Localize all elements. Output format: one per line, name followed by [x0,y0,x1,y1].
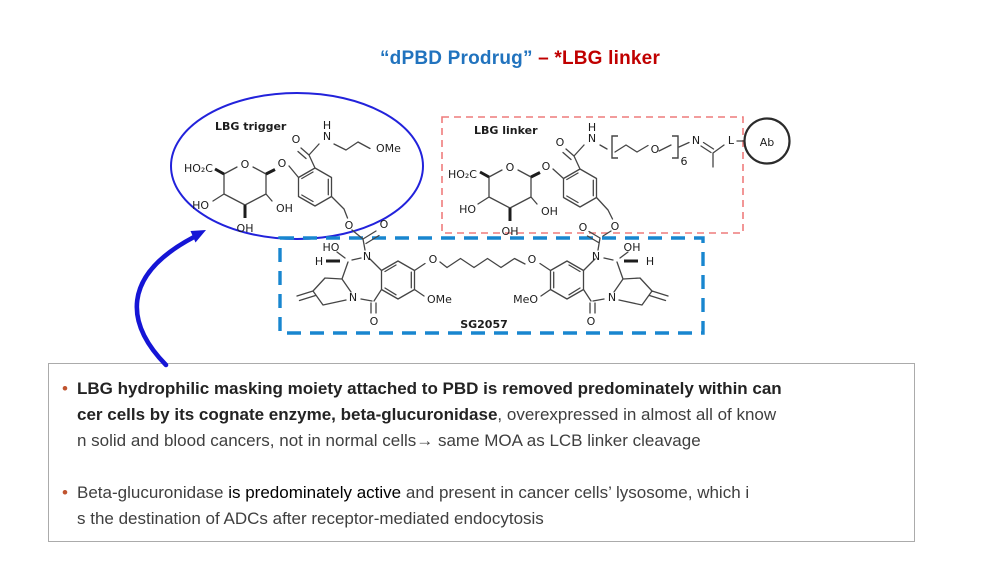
atom-label: N [363,250,371,263]
atom-label: O [292,133,301,146]
atom-label: O [370,315,379,328]
title-red-part: – *LBG linker [532,48,661,69]
atom-label: OMe [376,142,401,155]
atom-label: N [323,130,331,143]
atom-label: HO [192,199,209,212]
lbg-linker-label: LBG linker [474,124,538,137]
curved-arrow [134,230,206,368]
atom-label: O [278,157,287,170]
atom-label: O [611,220,620,233]
atom-label: MeO [513,293,538,306]
atom-label: OH [541,205,558,218]
atom-label: O [380,218,389,231]
atom-label: H [646,255,654,268]
atom-label: HO [323,241,340,254]
atom-label: O [528,253,537,266]
bullet-marker: • [62,483,68,502]
notes-box: • LBG hydrophilic masking moiety attache… [48,363,915,542]
atom-label: O [651,143,660,156]
atom-label: O [506,161,515,174]
atom-label: 6 [681,155,688,168]
atom-label: L [728,134,735,147]
atom-label: HO₂C [448,168,477,181]
atom-label: H [323,119,331,132]
atom-label: N [588,132,596,145]
atom-label: O [345,219,354,232]
atom-label: H [315,255,323,268]
atom-label: N [692,134,700,147]
atom-label: O [542,160,551,173]
atom-label: H [588,121,596,134]
atom-label: OH [502,225,519,238]
atom-label: OMe [427,293,452,306]
note-line: LBG hydrophilic masking moiety attached … [77,379,782,398]
antibody-label: Ab [760,136,775,149]
atom-label: HO₂C [184,162,213,175]
slide-title: “dPBD Prodrug” – *LBG linker [38,48,982,70]
atom-label: O [429,253,438,266]
atom-label: N [592,250,600,263]
atom-label: OH [276,202,293,215]
lbg-trigger-ellipse [170,92,424,240]
atom-label: O [579,221,588,234]
arrow-glyph: → [416,431,434,450]
lbg-trigger-label: LBG trigger [215,120,287,133]
bullet-marker: • [62,379,68,398]
atom-label: OH [237,222,254,235]
bullet-item-2: • Beta-glucuronidase is predominately ac… [49,480,914,532]
atom-label: O [241,158,250,171]
sg2057-label: SG2057 [460,318,508,331]
atom-label: HO [459,203,476,216]
atom-label: O [556,136,565,149]
title-blue-part: “dPBD Prodrug” [379,48,533,69]
atom-label: OH [624,241,641,254]
bullet-item-1: • LBG hydrophilic masking moiety attache… [49,376,914,454]
atom-label: N [608,291,616,304]
antibody-circle: Ab [743,117,791,165]
atom-label: N [349,291,357,304]
sg2057-box [278,236,705,335]
atom-label: O [587,315,596,328]
